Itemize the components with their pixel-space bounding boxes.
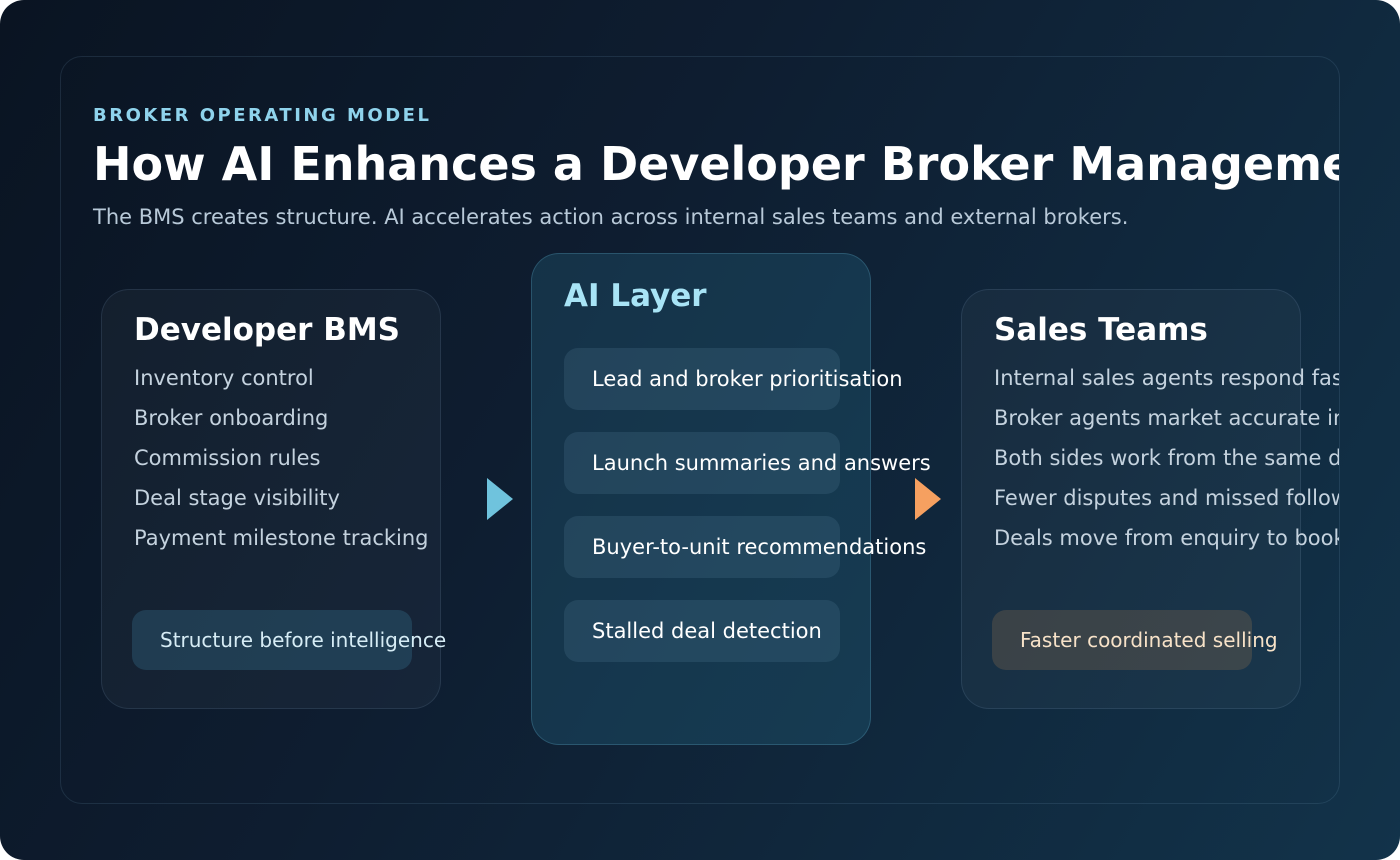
list-item: Both sides work from the same data [994, 446, 1340, 470]
list-item: Payment milestone tracking [134, 526, 429, 550]
list-item: Commission rules [134, 446, 321, 470]
structure-chip: Structure before intelligence [132, 610, 446, 670]
flow-arrow-icon [487, 478, 513, 520]
list-item: Deal stage visibility [134, 486, 340, 510]
outcome-chip: Faster coordinated selling [992, 610, 1278, 670]
ai-capability-item: Buyer-to-unit recommendations [564, 516, 926, 578]
developer-bms-list: Inventory control Broker onboarding Comm… [134, 366, 429, 566]
list-item: Deals move from enquiry to booking faste… [994, 526, 1339, 550]
page-title: How AI Enhances a Developer Broker Manag… [93, 137, 1339, 191]
ai-capability-item: Lead and broker prioritisation [564, 348, 903, 410]
page-subtitle: The BMS creates structure. AI accelerate… [93, 205, 1129, 229]
eyebrow-label: BROKER OPERATING MODEL [93, 105, 432, 126]
ai-layer-panel: AI Layer Lead and broker prioritisation … [531, 253, 931, 745]
flow-arrow-icon [915, 478, 941, 520]
ai-capability-item: Launch summaries and answers [564, 432, 931, 494]
sales-teams-list: Internal sales agents respond faster Bro… [994, 366, 1340, 566]
ai-layer-title: AI Layer [564, 278, 707, 314]
developer-bms-title: Developer BMS [134, 312, 401, 348]
developer-bms-panel: Developer BMS Inventory control Broker o… [101, 289, 446, 709]
list-item: Fewer disputes and missed follow-ups [994, 486, 1339, 510]
sales-teams-panel: Sales Teams Internal sales agents respon… [961, 289, 1339, 709]
list-item: Broker onboarding [134, 406, 329, 430]
list-item: Internal sales agents respond faster [994, 366, 1340, 390]
sales-teams-title: Sales Teams [994, 312, 1208, 348]
list-item: Inventory control [134, 366, 314, 390]
content-frame: BROKER OPERATING MODEL How AI Enhances a… [60, 56, 1340, 804]
ai-capability-item: Stalled deal detection [564, 600, 840, 662]
list-item: Broker agents market accurate inventory [994, 406, 1339, 430]
